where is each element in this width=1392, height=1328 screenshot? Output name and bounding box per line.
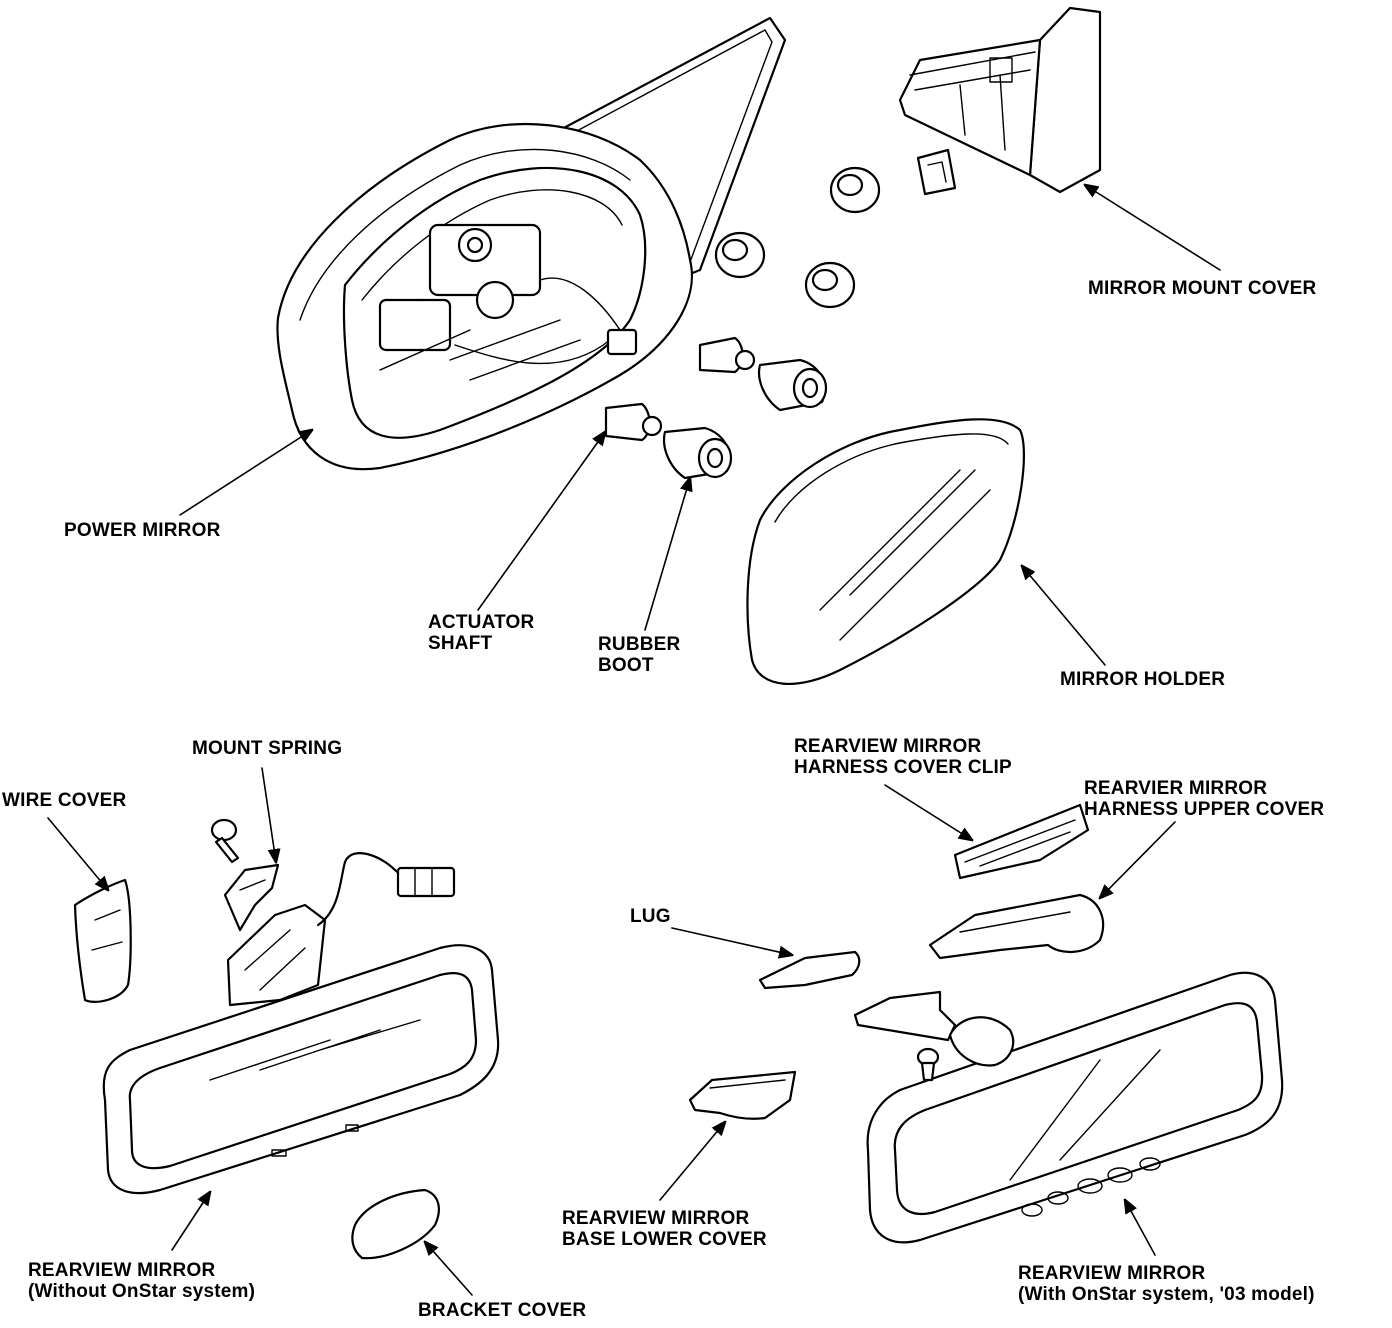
leader-harness-upper-cover (1100, 821, 1176, 898)
label-mount-spring: MOUNT SPRING (192, 738, 343, 759)
leader-lines (47, 185, 1221, 1296)
harness-upper-cover-part (928, 893, 1105, 960)
wire-cover-part (73, 878, 132, 1003)
lug-part (758, 950, 861, 990)
label-bracket-cover: BRACKET COVER (418, 1300, 587, 1321)
label-base-lower-cover: REARVIEW MIRROR BASE LOWER COVER (562, 1208, 767, 1250)
leader-actuator-shaft (477, 432, 605, 611)
mount-spring-part (210, 818, 280, 932)
rubber-boot-parts (662, 358, 828, 480)
label-mirror-holder: MIRROR HOLDER (1060, 669, 1226, 690)
rearview-mirror-without-onstar-part (102, 852, 500, 1195)
label-harness-upper-cover: REARVIER MIRROR HARNESS UPPER COVER (1084, 778, 1325, 820)
power-mirror-part (276, 16, 787, 471)
rearview-mirror-with-onstar-part (853, 971, 1284, 1244)
label-harness-cover-clip: REARVIEW MIRROR HARNESS COVER CLIP (794, 736, 1012, 778)
leader-rearview-without-onstar (171, 1192, 210, 1251)
mirror-holder-part (746, 418, 1026, 686)
harness-cover-clip-part (953, 803, 1090, 880)
leader-mirror-holder (1022, 566, 1106, 666)
label-mirror-mount-cover: MIRROR MOUNT COVER (1088, 278, 1317, 299)
label-wire-cover: WIRE COVER (2, 790, 127, 811)
leader-mount-spring (261, 767, 276, 862)
label-rearview-mirror-with-onstar: REARVIEW MIRROR (With OnStar system, '03… (1018, 1263, 1315, 1305)
label-lug: LUG (630, 906, 671, 927)
leader-rearview-with-onstar (1125, 1200, 1156, 1256)
leader-lug (671, 927, 792, 955)
leader-wire-cover (47, 817, 108, 890)
leader-power-mirror (179, 430, 312, 516)
leader-mirror-mount-cover (1085, 185, 1221, 271)
label-power-mirror: POWER MIRROR (64, 520, 221, 541)
label-rubber-boot: RUBBER BOOT (598, 634, 681, 676)
leader-base-lower-cover (659, 1122, 725, 1201)
label-actuator-shaft: ACTUATOR SHAFT (428, 612, 535, 654)
label-rearview-mirror-without-onstar: REARVIEW MIRROR (Without OnStar system) (28, 1260, 256, 1302)
mirror-mount-cover-part (898, 6, 1102, 194)
leader-rubber-boot (644, 478, 690, 631)
leader-bracket-cover (425, 1242, 473, 1296)
bracket-cover-part (351, 1188, 440, 1260)
base-lower-cover-part (688, 1070, 797, 1120)
actuator-shaft-parts (604, 336, 756, 442)
leader-harness-cover-clip (884, 784, 972, 840)
grommet-parts (714, 148, 957, 309)
